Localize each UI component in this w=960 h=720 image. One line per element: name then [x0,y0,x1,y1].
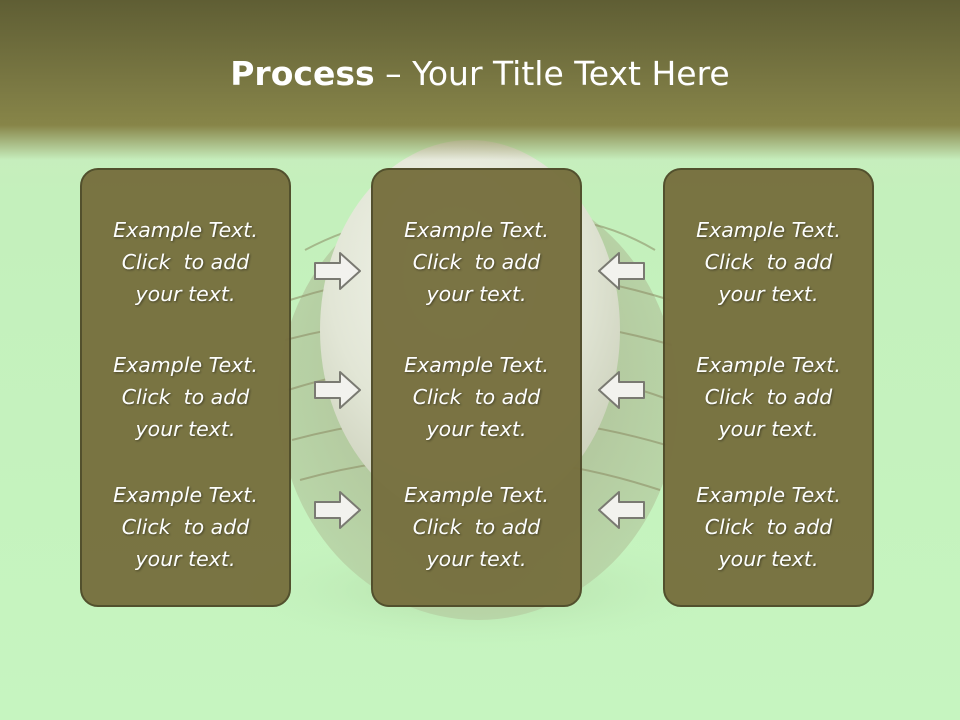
text-line: Click to add [412,515,541,539]
text-line: Click to add [704,250,833,274]
text-line: Click to add [704,515,833,539]
arrow-left-icon [598,252,645,290]
text-block[interactable]: Example Text. Click to add your text. [665,349,872,445]
title-bold: Process [230,54,375,93]
text-line: Example Text. [113,353,258,377]
text-line: Click to add [412,385,541,409]
text-line: your text. [426,547,527,571]
text-block[interactable]: Example Text. Click to add your text. [82,214,289,310]
text-line: your text. [718,417,819,441]
text-block[interactable]: Example Text. Click to add your text. [82,479,289,575]
text-line: Click to add [121,250,250,274]
text-line: Click to add [412,250,541,274]
panel-center: Example Text. Click to add your text. Ex… [371,168,582,607]
text-line: Click to add [121,515,250,539]
slide-title[interactable]: Process – Your Title Text Here [0,50,960,98]
text-line: your text. [135,282,236,306]
text-line: Example Text. [696,218,841,242]
text-line: your text. [135,417,236,441]
text-block[interactable]: Example Text. Click to add your text. [373,214,580,310]
text-block[interactable]: Example Text. Click to add your text. [665,214,872,310]
title-bar [0,0,960,160]
text-line: Example Text. [696,353,841,377]
arrow-left-icon [598,371,645,409]
text-line: your text. [718,547,819,571]
arrow-right-icon [314,371,361,409]
title-rest: – Your Title Text Here [374,54,730,93]
text-line: your text. [718,282,819,306]
text-line: Click to add [704,385,833,409]
panel-right: Example Text. Click to add your text. Ex… [663,168,874,607]
text-line: Example Text. [113,218,258,242]
text-line: your text. [135,547,236,571]
text-line: your text. [426,282,527,306]
text-line: your text. [426,417,527,441]
panel-left: Example Text. Click to add your text. Ex… [80,168,291,607]
text-line: Click to add [121,385,250,409]
text-block[interactable]: Example Text. Click to add your text. [373,479,580,575]
text-line: Example Text. [404,218,549,242]
text-line: Example Text. [696,483,841,507]
text-line: Example Text. [404,483,549,507]
text-block[interactable]: Example Text. Click to add your text. [82,349,289,445]
arrow-right-icon [314,491,361,529]
text-line: Example Text. [404,353,549,377]
arrow-left-icon [598,491,645,529]
text-line: Example Text. [113,483,258,507]
text-block[interactable]: Example Text. Click to add your text. [665,479,872,575]
text-block[interactable]: Example Text. Click to add your text. [373,349,580,445]
arrow-right-icon [314,252,361,290]
